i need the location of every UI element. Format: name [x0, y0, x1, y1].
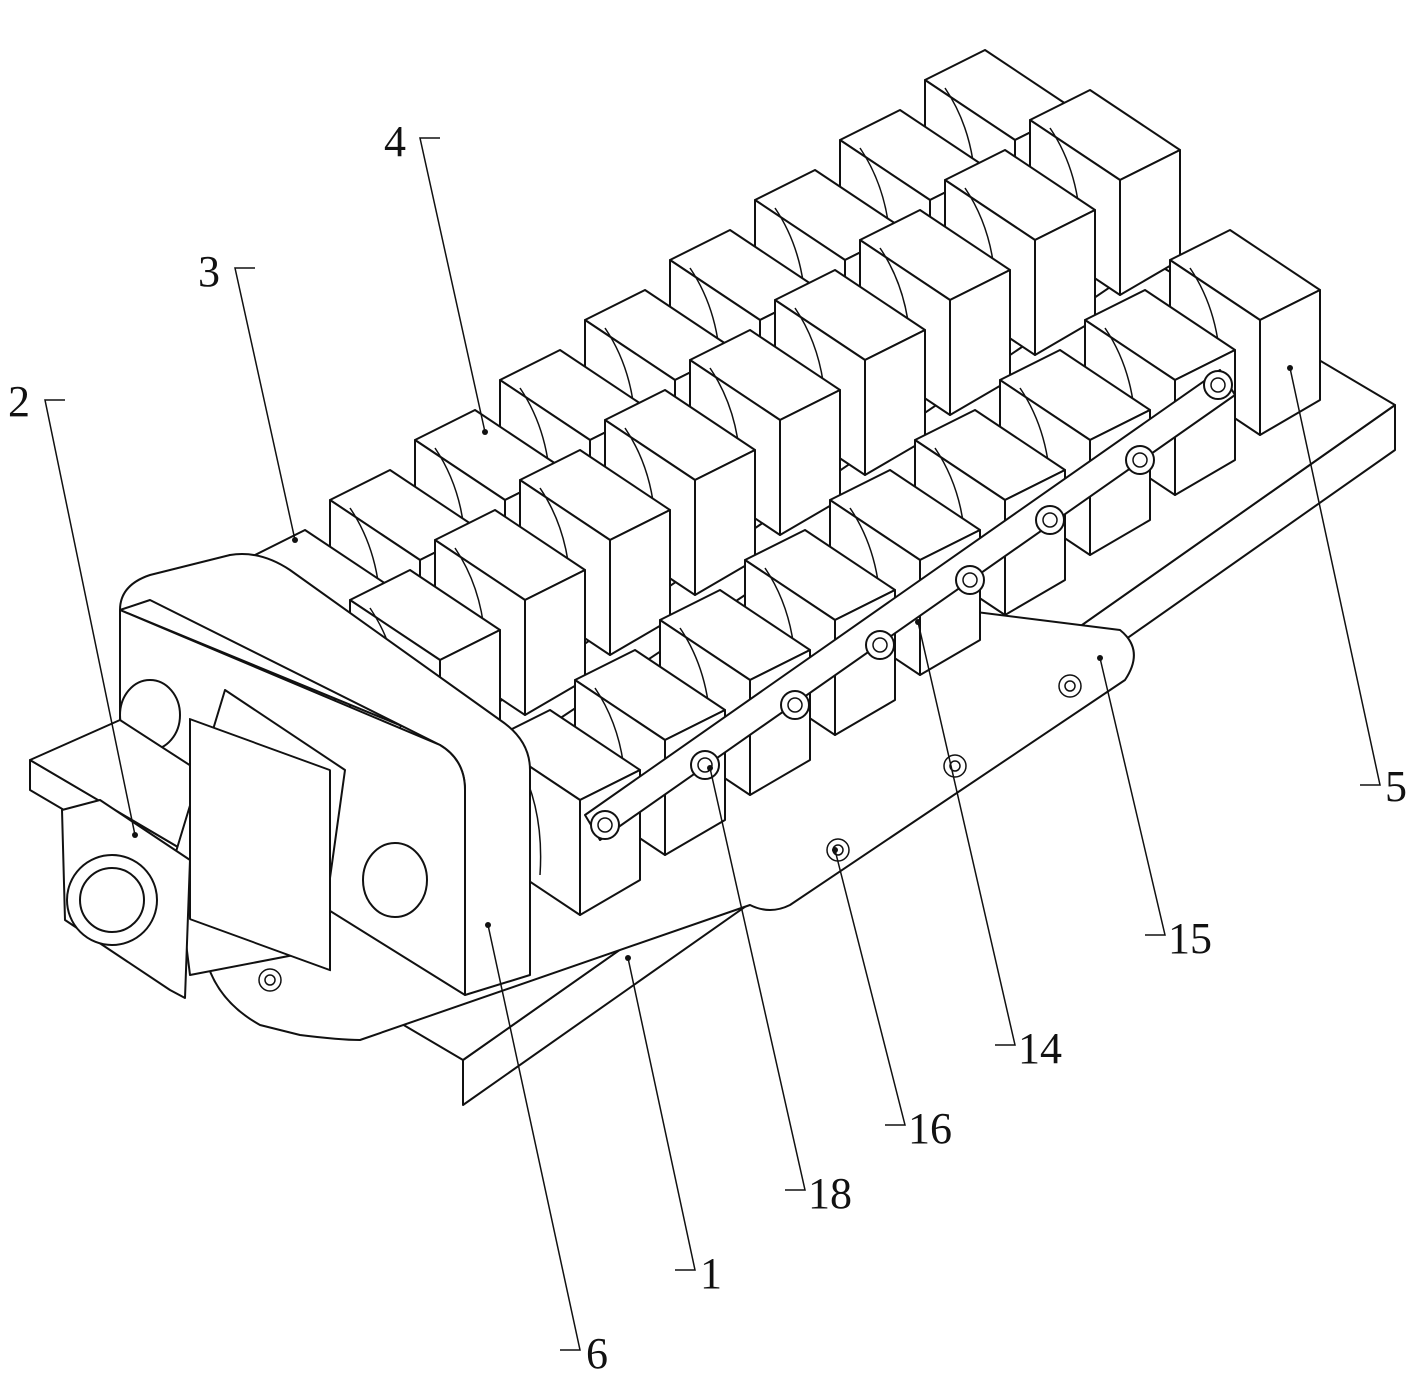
leader-4	[420, 138, 488, 435]
leader-16	[832, 847, 905, 1125]
pin-18	[781, 691, 809, 719]
leader-dot	[292, 537, 298, 543]
label-2: 2	[8, 380, 30, 424]
leader-dot	[707, 765, 713, 771]
leader-dot	[482, 429, 488, 435]
label-3: 3	[198, 250, 220, 294]
pin-18	[691, 751, 719, 779]
leader-1	[625, 955, 695, 1270]
leader-dot	[1287, 365, 1293, 371]
pin-18	[1036, 506, 1064, 534]
leader-3	[235, 268, 298, 543]
leader-15	[1097, 655, 1165, 935]
label-15: 15	[1168, 917, 1212, 961]
label-5: 5	[1385, 765, 1407, 809]
pin-18	[1204, 371, 1232, 399]
leader-dot	[915, 619, 921, 625]
pin-18	[591, 811, 619, 839]
label-16: 16	[908, 1107, 952, 1151]
leader-dot	[625, 955, 631, 961]
label-1: 1	[700, 1252, 722, 1296]
leader-dot	[1097, 655, 1103, 661]
pin-18	[956, 566, 984, 594]
pin-18	[1126, 446, 1154, 474]
leader-dot	[132, 832, 138, 838]
label-4: 4	[384, 120, 406, 164]
leader-dot	[485, 922, 491, 928]
leader-dot	[832, 847, 838, 853]
label-14: 14	[1018, 1027, 1062, 1071]
label-18: 18	[808, 1172, 852, 1216]
label-6: 6	[586, 1332, 608, 1376]
pin-18	[866, 631, 894, 659]
